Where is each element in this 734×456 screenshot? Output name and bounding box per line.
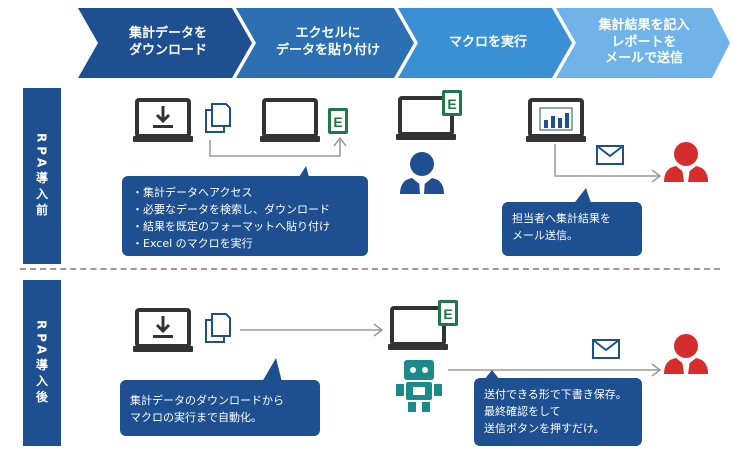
laptop-download-icon [131, 308, 195, 354]
flow-arrow-before-1-head [333, 136, 347, 147]
before-tasks-bubble: ・集計データへアクセス ・必要なデータを検索し、ダウンロード ・結果を既定のフォ… [122, 176, 368, 256]
laptop-download-icon [131, 98, 195, 144]
after-rpa-label: RPA導入後 [23, 280, 61, 446]
excel-icon [438, 300, 458, 326]
envelope-icon [592, 339, 620, 359]
bubble-tail [572, 188, 592, 206]
after-mail-bubble: 送付できる形で下書き保存。 最終確認をして 送信ボタンを押すだけ。 [474, 378, 642, 446]
step-3-label: マクロを実行 [448, 34, 527, 50]
excel-icon [328, 108, 348, 134]
chevron-step-2 [236, 8, 414, 78]
flow-arrow-after-1-head [373, 323, 384, 337]
recipient-person-icon [664, 142, 708, 182]
flow-arrow-before-2-head [651, 169, 662, 183]
before-rpa-text: RPA導入前 [34, 132, 49, 220]
chevron-step-4 [556, 8, 730, 78]
office-worker-icon [400, 152, 444, 194]
recipient-person-icon [664, 334, 708, 374]
chevron-step-1 [78, 8, 252, 78]
bubble-tail [262, 358, 282, 382]
flow-arrow-after-2-head [651, 363, 662, 377]
process-header: 集計データを ダウンロード エクセルに データを貼り付け マクロを実行 集計結果… [0, 0, 734, 86]
documents-icon [205, 313, 231, 343]
bubble-tail [484, 370, 500, 380]
section-divider [20, 268, 720, 270]
excel-icon [442, 90, 462, 116]
robot-icon [396, 360, 442, 412]
flow-arrow-before-2 [554, 144, 660, 177]
step-1-label: 集計データを ダウンロード [128, 26, 207, 58]
envelope-icon [596, 145, 624, 165]
after-rpa-text: RPA導入後 [34, 319, 49, 407]
before-mail-bubble: 担当者へ集計結果を メール送信。 [502, 202, 642, 256]
laptop-chart-icon [524, 98, 588, 144]
laptop-blank-icon [258, 98, 322, 144]
after-automation-bubble: 集計データのダウンロードから マクロの実行まで自動化。 [120, 380, 320, 436]
flow-arrow-before-1 [209, 140, 341, 157]
documents-icon [205, 103, 231, 133]
step-4-label: 集計結果を記入 レポートを メールで送信 [598, 17, 690, 67]
chevron-step-3 [398, 8, 572, 78]
chevron-shapes [78, 8, 730, 78]
step-2-label: エクセルに データを貼り付け [275, 26, 380, 58]
before-rpa-label: RPA導入前 [23, 88, 61, 264]
